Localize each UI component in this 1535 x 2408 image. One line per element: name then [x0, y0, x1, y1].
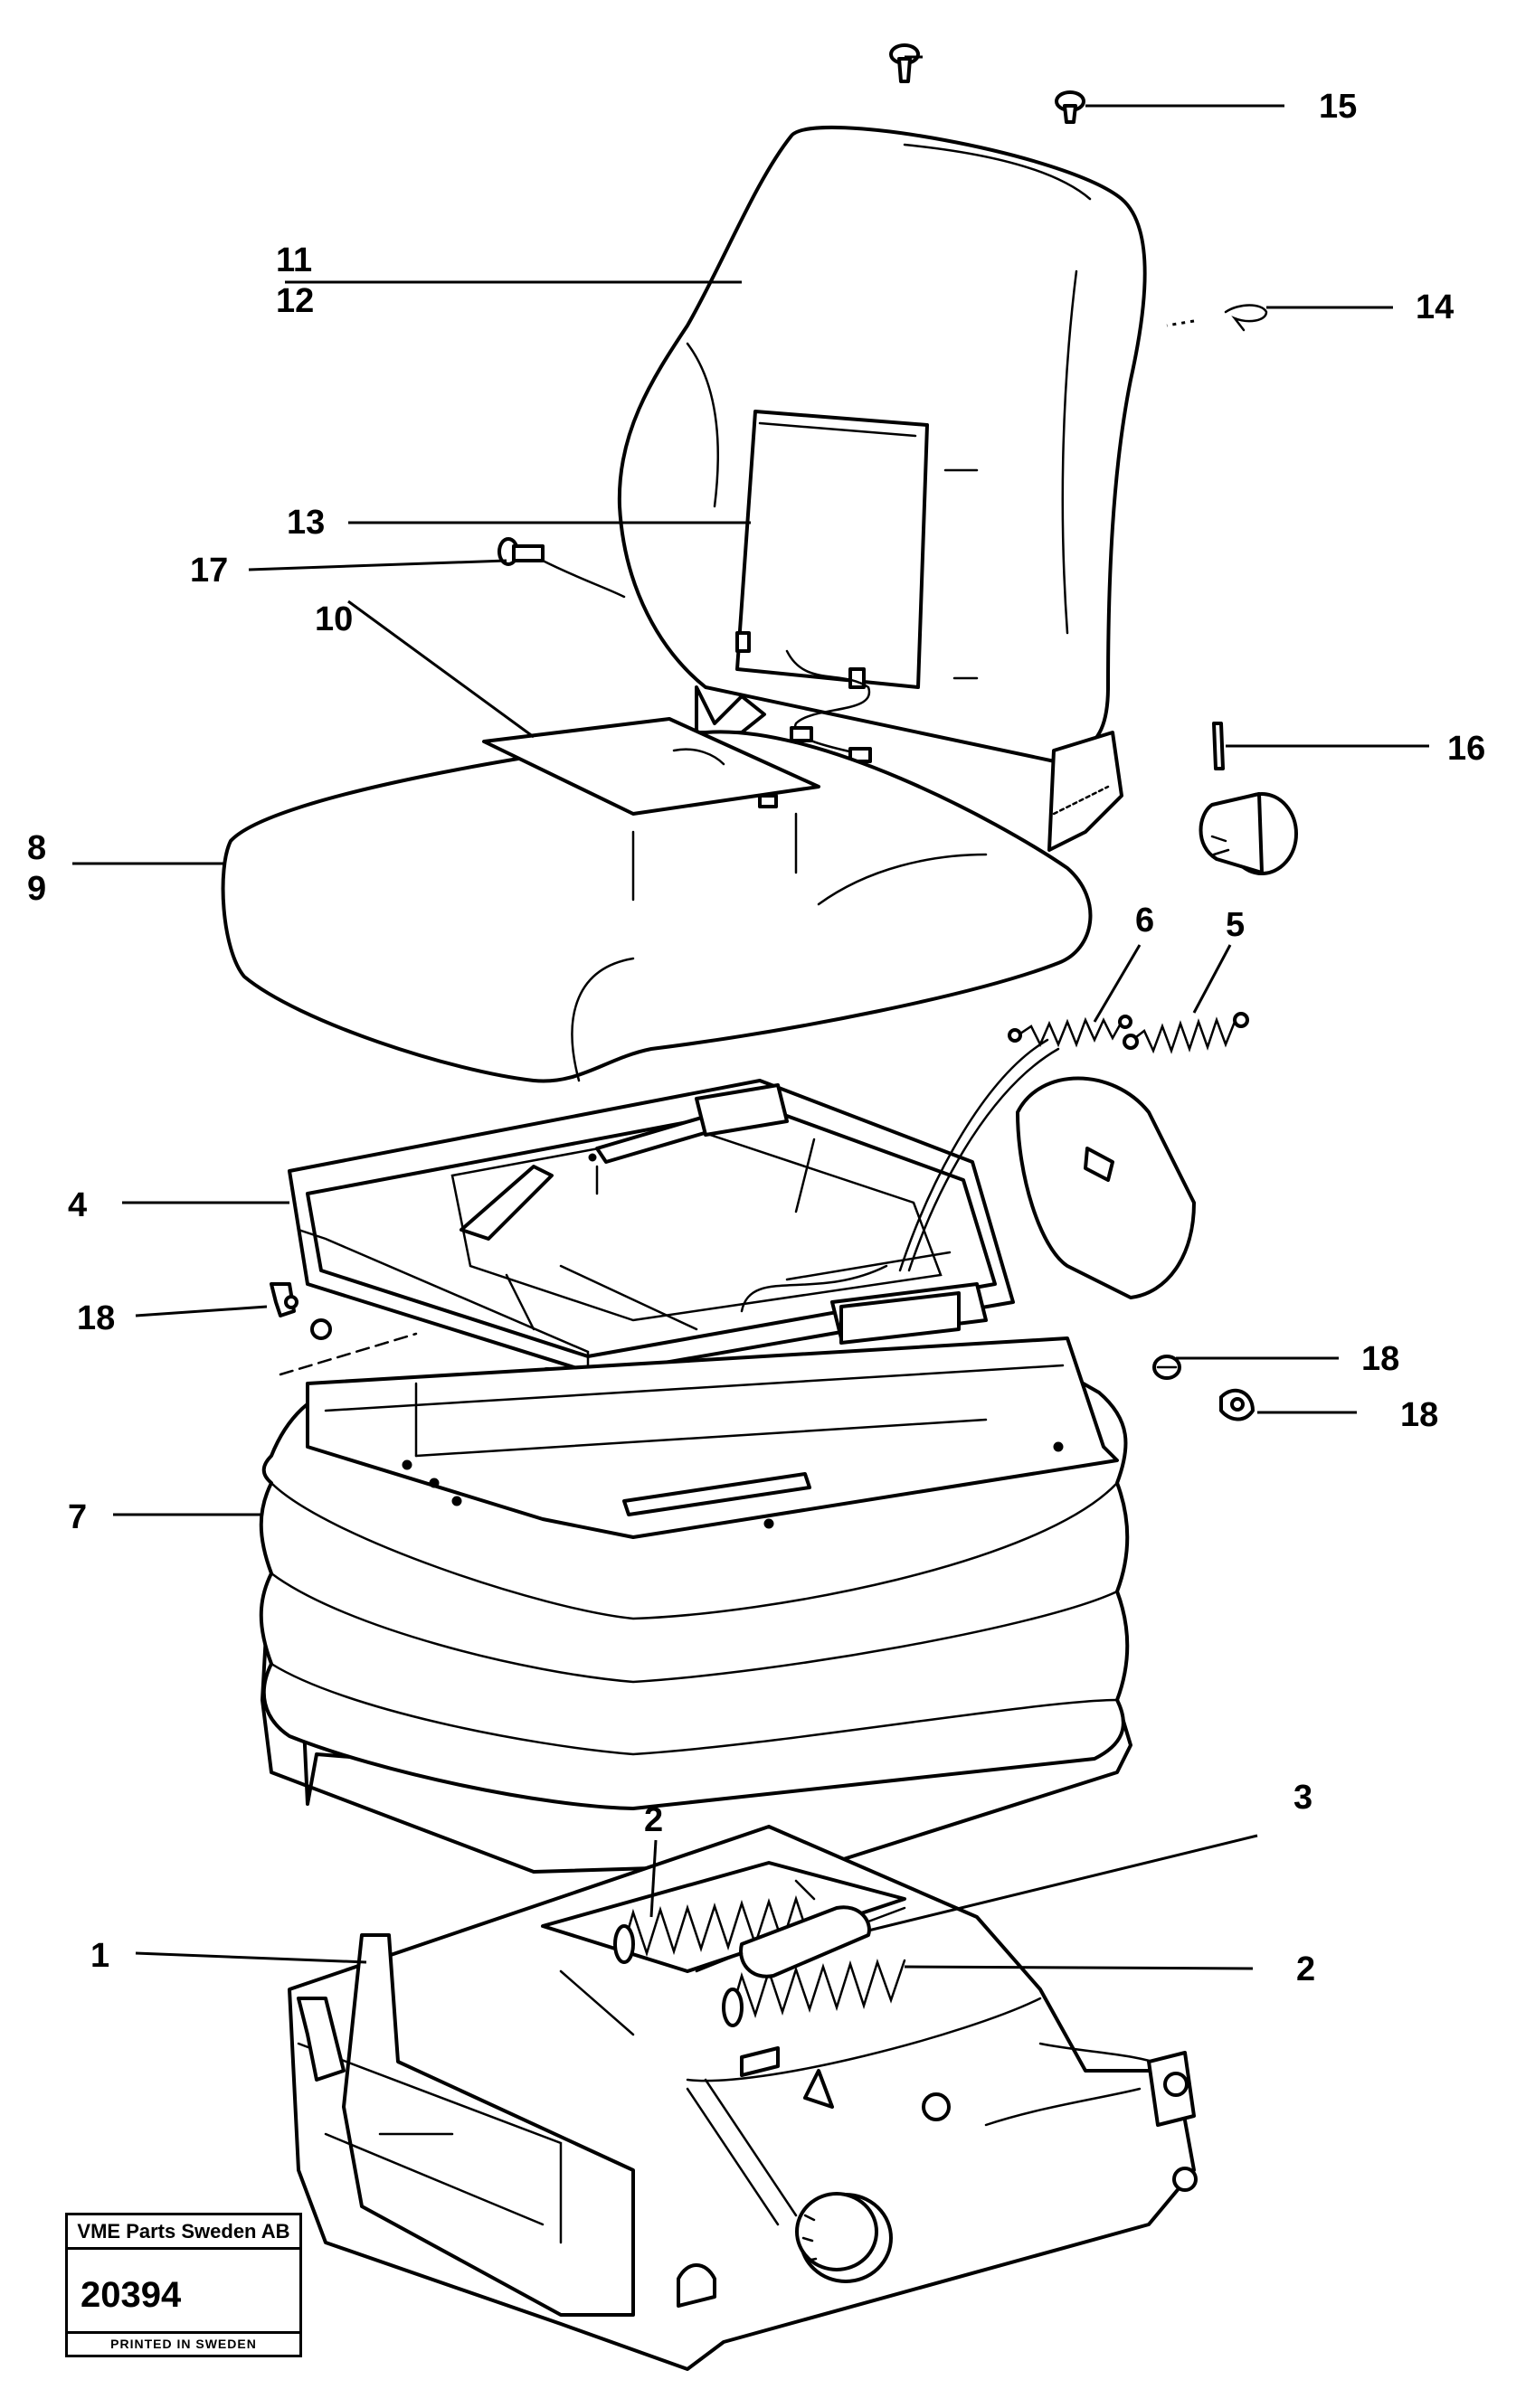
callout-2-right: 2: [1296, 1950, 1315, 1988]
callout-3: 3: [1293, 1779, 1312, 1817]
callout-18-left: 18: [77, 1299, 115, 1337]
callout-8: 8: [27, 829, 46, 867]
callout-12: 12: [276, 282, 314, 320]
base-slide-unit: [288, 1825, 1198, 2371]
spring-6: [1008, 1015, 1132, 1048]
adjust-handle-cover: [1016, 1076, 1196, 1299]
callout-18-clip: 18: [1400, 1396, 1438, 1434]
spring-guide: [898, 1038, 1060, 1272]
clip-18-right: [1219, 1388, 1255, 1421]
seat-pad-10: [482, 717, 820, 816]
stamp-company: VME Parts Sweden AB: [68, 2215, 299, 2250]
lumbar-pad: [735, 410, 929, 689]
stamp-printed: PRINTED IN SWEDEN: [68, 2331, 299, 2355]
callout-18-nut: 18: [1361, 1340, 1399, 1378]
callout-16: 16: [1447, 730, 1485, 768]
callout-6: 6: [1135, 902, 1154, 940]
screw-15: [889, 43, 1085, 124]
knob-16: [1199, 722, 1298, 875]
lever-rail: [740, 1251, 988, 1345]
recline-bracket: [695, 685, 1123, 852]
callout-9: 9: [27, 870, 46, 908]
bellows-7: [259, 1332, 1132, 1874]
callout-1: 1: [90, 1937, 109, 1975]
callout-11: 11: [276, 241, 312, 279]
callout-15: 15: [1319, 88, 1357, 126]
height-knob: [686, 2078, 893, 2283]
callout-10: 10: [315, 600, 353, 638]
clip-14: [1224, 304, 1268, 332]
parts-stamp: VME Parts Sweden AB 20394 PRINTED IN SWE…: [65, 2213, 302, 2357]
callout-14: 14: [1416, 288, 1454, 326]
springs-2: [613, 1894, 906, 2027]
nut-18: [1152, 1355, 1181, 1380]
callout-7: 7: [68, 1498, 87, 1536]
clip-18-left: [270, 1282, 298, 1317]
callout-labels: 15 14 11 12 13 17 10 8 9 16 6 5 4 18 18 …: [27, 88, 1485, 1988]
seat-frame: [288, 1079, 1015, 1390]
leader-lines: [72, 55, 1429, 1970]
callout-2-top: 2: [644, 1801, 663, 1839]
spring-5: [1123, 1012, 1249, 1054]
screw-17: [497, 537, 626, 599]
callout-4: 4: [68, 1186, 87, 1224]
callout-17: 17: [190, 552, 228, 590]
callout-13: 13: [287, 504, 325, 542]
damper-3: [695, 1905, 906, 1978]
callout-5: 5: [1226, 906, 1245, 944]
stamp-number: 20394: [81, 2275, 182, 2315]
